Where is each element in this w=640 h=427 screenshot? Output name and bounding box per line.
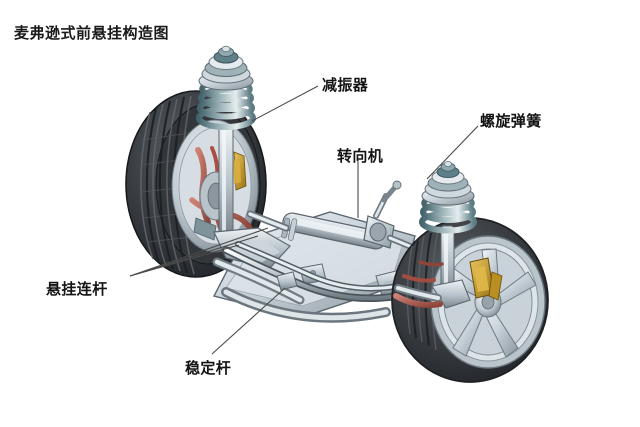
page-title: 麦弗逊式前悬挂构造图	[14, 24, 170, 42]
leader-link-2	[129, 235, 259, 277]
label-coil-spring: 螺旋弹簧	[480, 112, 542, 130]
left-top-mount	[201, 45, 251, 84]
right-wheel-assembly	[391, 217, 549, 383]
label-damper: 减振器	[322, 76, 369, 94]
label-suspension-link: 悬挂连杆	[46, 280, 108, 298]
label-stabilizer-bar: 稳定杆	[185, 359, 232, 377]
leader-spring	[426, 125, 479, 180]
leader-link-3	[129, 244, 240, 277]
left-strut-assembly	[196, 45, 256, 235]
right-top-mount	[424, 160, 472, 199]
leader-lines	[129, 85, 479, 355]
leader-link-1	[129, 227, 269, 277]
leader-damper	[251, 85, 319, 122]
leader-stabilizer	[211, 287, 286, 355]
right-brake-caliper	[469, 257, 503, 301]
stabilizer-bar	[222, 241, 402, 303]
label-steering-gear: 转向机	[337, 147, 384, 165]
steering-rack	[246, 180, 428, 256]
right-strut-assembly	[393, 160, 477, 309]
